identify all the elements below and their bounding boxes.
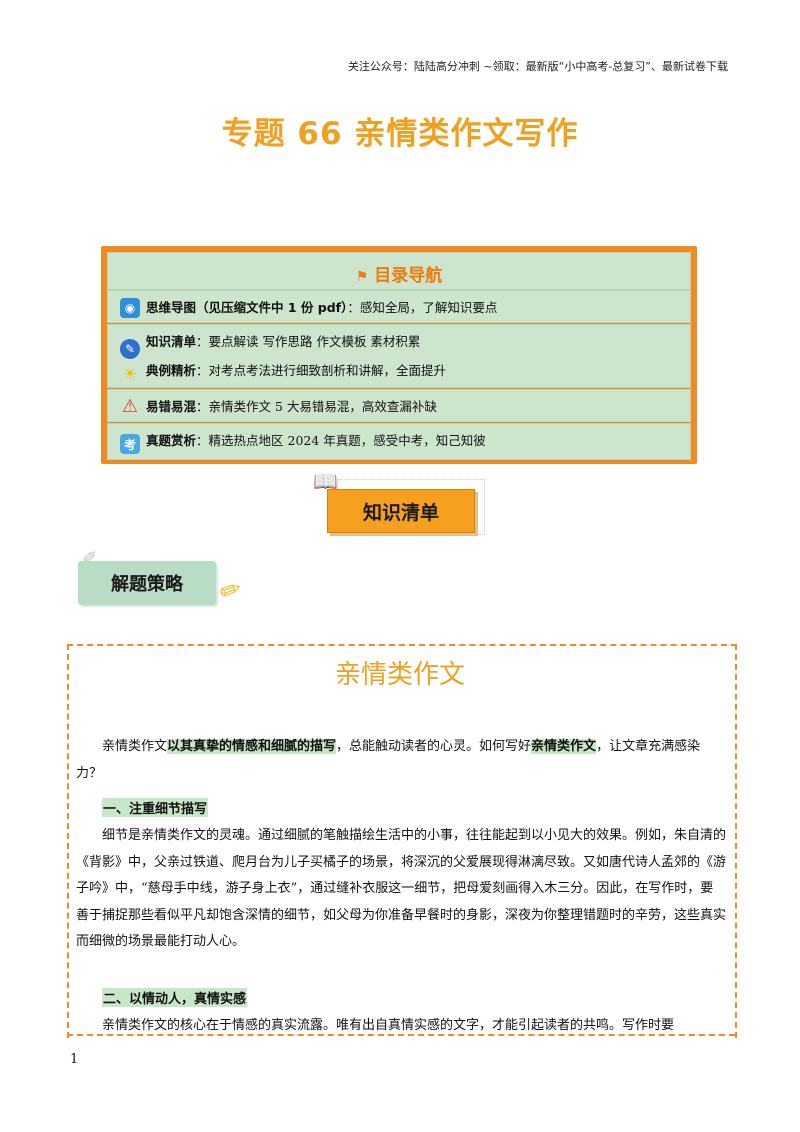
knowledge-banner: 📖 知识清单 [313,469,485,535]
toc-row-exam[interactable]: 考 真题赏析：精选热点地区 2024 年真题，感受中考，知己知彼 [107,423,691,460]
strategy-tag: 解题策略 [78,561,216,605]
page-title: 专题 66 亲情类作文写作 [221,116,579,152]
content-title: 亲情类作文 [334,660,465,690]
toc-row-mistakes[interactable]: ⚠ 易错易混：亲情类作文 5 大易错易混，高效查漏补缺 [107,389,691,422]
exam-icon: 考 [120,434,140,454]
knowledge-banner-label: 知识清单 [327,489,475,533]
pencil-decor-icon: ✏ [215,573,247,609]
toc-heading: ⚑ 目录导航 [355,266,443,286]
toc-row-mindmap[interactable]: ◉ 思维导图（见压缩文件中 1 份 pdf）：感知全局，了解知识要点 [107,290,691,323]
pencil-icon: ✎ [120,339,140,359]
lightbulb-icon: ☀ [122,363,138,383]
content-box-edge [67,1034,735,1036]
location-pin-icon: ⚑ [355,269,369,285]
page-number: 1 [70,1052,79,1067]
section-heading-emotion: 二、以情动人，真情实感 [102,988,248,1007]
warning-icon: ⚠ [121,395,139,417]
toc-heading-row: ⚑ 目录导航 [107,252,691,290]
brain-icon: ◉ [120,298,140,318]
section-text-details: 细节是亲情类作文的灵魂。通过细腻的笔触描绘生活中的小事，往往能起到以小见大的效果… [76,828,727,949]
toc-row-knowledge[interactable]: ✎ 知识清单：要点解读 写作思路 作文模板 素材积累 ☀ 典例精析：对考点考法进… [107,324,691,388]
intro-paragraph: 亲情类作文以其真挚的情感和细腻的描写，总能触动读者的心灵。如何写好亲情类作文，让… [76,739,701,781]
toc-box: ⚑ 目录导航 ◉ 思维导图（见压缩文件中 1 份 pdf）：感知全局，了解知识要… [101,246,697,464]
section-text-emotion: 亲情类作文的核心在于情感的真实流露。唯有出自真情实感的文字，才能引起读者的共鸣。… [102,1018,675,1033]
content-box [67,644,737,1038]
header-note: 关注公众号：陆陆高分冲刺 ~领取：最新版“小中高考-总复习”、最新试卷下载 [347,60,728,73]
section-heading-details: 一、注重细节描写 [102,798,209,817]
